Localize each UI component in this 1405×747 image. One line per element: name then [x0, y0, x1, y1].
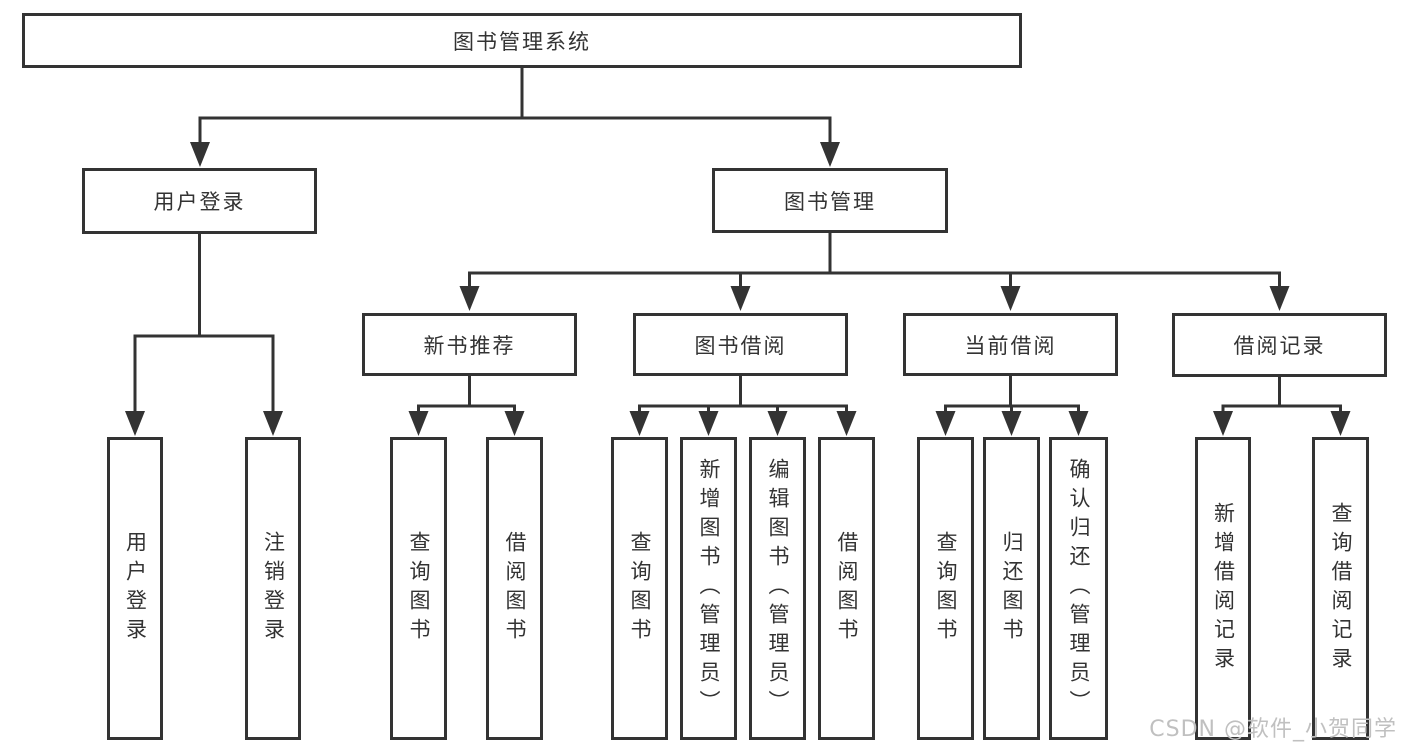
node-label: 归还图书 [1000, 530, 1024, 647]
node-new-book-recommendation: 新书推荐 [362, 313, 577, 376]
node-label: 查询图书 [407, 530, 431, 647]
node-label: 图书管理 [784, 189, 876, 214]
node-label: 借阅图书 [835, 530, 859, 647]
node-label: 用户登录 [153, 190, 246, 214]
leaf-edit-book-admin: 编辑图书（管理员） [749, 437, 806, 740]
leaf-query-borrow-record: 查询借阅记录 [1312, 437, 1369, 740]
leaf-confirm-return-admin: 确认归还（管理员） [1049, 437, 1108, 740]
leaf-add-book-admin: 新增图书（管理员） [680, 437, 737, 740]
node-label: 新书推荐 [423, 333, 516, 358]
leaf-query-book-recommend: 查询图书 [390, 437, 447, 740]
node-label: 借阅记录 [1233, 334, 1326, 358]
node-label: 图书借阅 [694, 333, 787, 358]
leaf-logout: 注销登录 [245, 437, 301, 740]
leaf-borrow-book-recommend: 借阅图书 [486, 437, 543, 740]
node-label: 新增图书（管理员） [697, 458, 721, 719]
node-library-system: 图书管理系统 [22, 13, 1022, 68]
node-label: 查询图书 [934, 530, 958, 647]
node-book-borrowing: 图书借阅 [633, 313, 848, 376]
node-label: 借阅图书 [503, 530, 527, 647]
node-label: 图书管理系统 [453, 29, 591, 54]
leaf-add-borrow-record: 新增借阅记录 [1195, 437, 1251, 740]
leaf-query-book-borrow: 查询图书 [611, 437, 668, 740]
node-label: 注销登录 [261, 530, 286, 647]
node-book-management: 图书管理 [712, 168, 948, 233]
leaf-return-book: 归还图书 [983, 437, 1040, 740]
leaf-query-book-current: 查询图书 [917, 437, 974, 740]
node-label: 查询图书 [628, 530, 652, 647]
node-user-login: 用户登录 [82, 168, 317, 234]
node-label: 确认归还（管理员） [1067, 458, 1091, 719]
node-borrowing-records: 借阅记录 [1172, 313, 1387, 377]
node-label: 新增借阅记录 [1211, 501, 1236, 676]
leaf-borrow-book: 借阅图书 [818, 437, 875, 740]
node-label: 当前借阅 [964, 333, 1057, 358]
node-current-borrowing: 当前借阅 [903, 313, 1118, 376]
node-label: 编辑图书（管理员） [766, 458, 790, 719]
csdn-watermark: CSDN @软件_小贺同学 [1149, 717, 1397, 742]
node-label: 查询借阅记录 [1329, 501, 1353, 676]
leaf-user-login: 用户登录 [107, 437, 163, 740]
node-label: 用户登录 [123, 530, 148, 647]
